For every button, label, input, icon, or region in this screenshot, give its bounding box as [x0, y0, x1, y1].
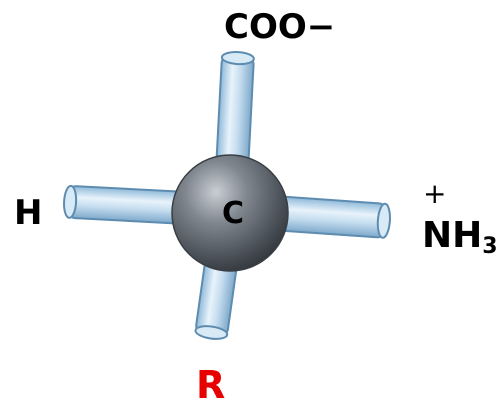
carboxylate-group-label: COO−	[224, 7, 336, 47]
hydrogen-label: H	[14, 193, 43, 233]
r-group-label: R	[196, 363, 226, 407]
amino-charge-label: +	[423, 177, 447, 210]
amino-group-label: NH3	[422, 218, 498, 258]
alpha-carbon-model	[63, 51, 391, 340]
carbon-atom-label: C	[222, 196, 245, 231]
bond-top	[215, 51, 255, 172]
carbon-atom	[171, 154, 289, 272]
amino-group-text: NH	[422, 215, 483, 256]
bond-right	[268, 195, 391, 239]
amino-group-subscript: 3	[482, 234, 498, 259]
